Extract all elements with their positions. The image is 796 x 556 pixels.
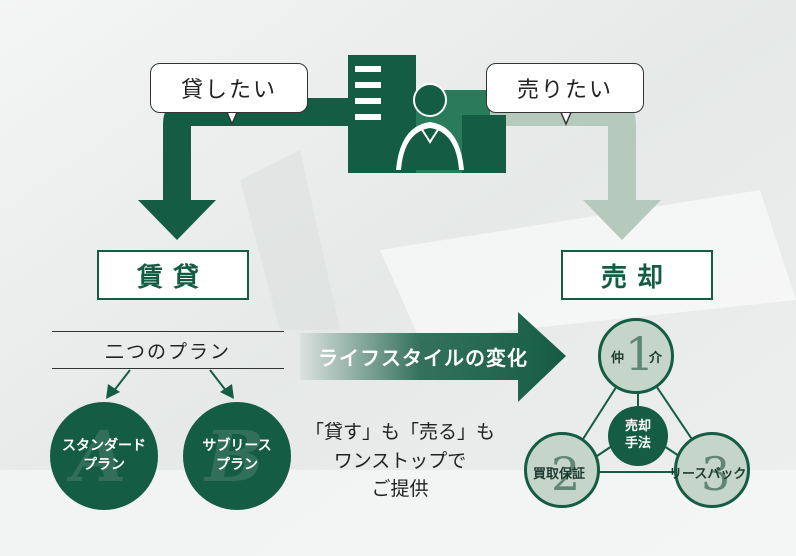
method-leaseback-number: 3 [701,447,731,501]
one-stop-message: 「貸す」も「売る」も ワンストップで ご提供 [300,418,500,504]
sale-method-hub: 売却 手法 [608,406,668,466]
building-owner-icon [348,55,506,173]
method-purchase-guarantee-number: 2 [551,447,581,501]
method-leaseback-label: リースバック [669,467,747,482]
method-purchase-guarantee: 2 買取保証 [524,432,600,508]
plans-title: 二つのプラン [52,331,284,369]
sublease-plan-deco-icon: B [205,415,265,498]
plan-arrows [106,369,234,399]
sell-arrow [440,98,661,240]
lend-bubble: 貸したい [150,63,308,113]
one-stop-line1: 「貸す」も「売る」も [304,421,495,443]
one-stop-line2: ワンストップで [333,449,467,472]
sale-box: 売却 [561,250,713,300]
lifestyle-change-label: ライフスタイルの変化 [318,346,528,370]
method-brokerage-number: 1 [625,327,655,381]
rent-box: 賃貸 [97,250,249,300]
standard-plan-line2: プラン [83,457,125,473]
standard-plan-line1: スタンダード [62,438,146,455]
standard-plan: A スタンダード プラン [50,402,158,510]
one-stop-line3: ご提供 [371,478,429,500]
sale-method-hub-line2: 手法 [624,436,651,451]
sublease-plan-line2: プラン [216,457,258,473]
sale-method-hub-line1: 売却 [624,419,651,435]
lend-bubble-label: 貸したい [180,78,277,103]
method-brokerage-label-a: 仲 [611,351,625,366]
lifestyle-change-arrow [300,312,566,402]
lend-arrow [138,98,355,240]
sell-bubble: 売りたい [486,63,644,113]
sublease-plan-line1: サブリース [202,438,272,455]
standard-plan-deco-icon: A [72,415,127,498]
method-leaseback: 3 リースバック [669,432,750,508]
sell-bubble-label: 売りたい [516,78,613,103]
sale-box-label: 売却 [600,262,673,293]
method-brokerage-label-b: 介 [649,351,663,366]
method-brokerage: 1 仲 介 [598,318,674,394]
sublease-plan: B サブリース プラン [183,402,291,510]
method-purchase-guarantee-label: 買取保証 [533,467,586,482]
rent-box-label: 賃貸 [136,262,209,293]
